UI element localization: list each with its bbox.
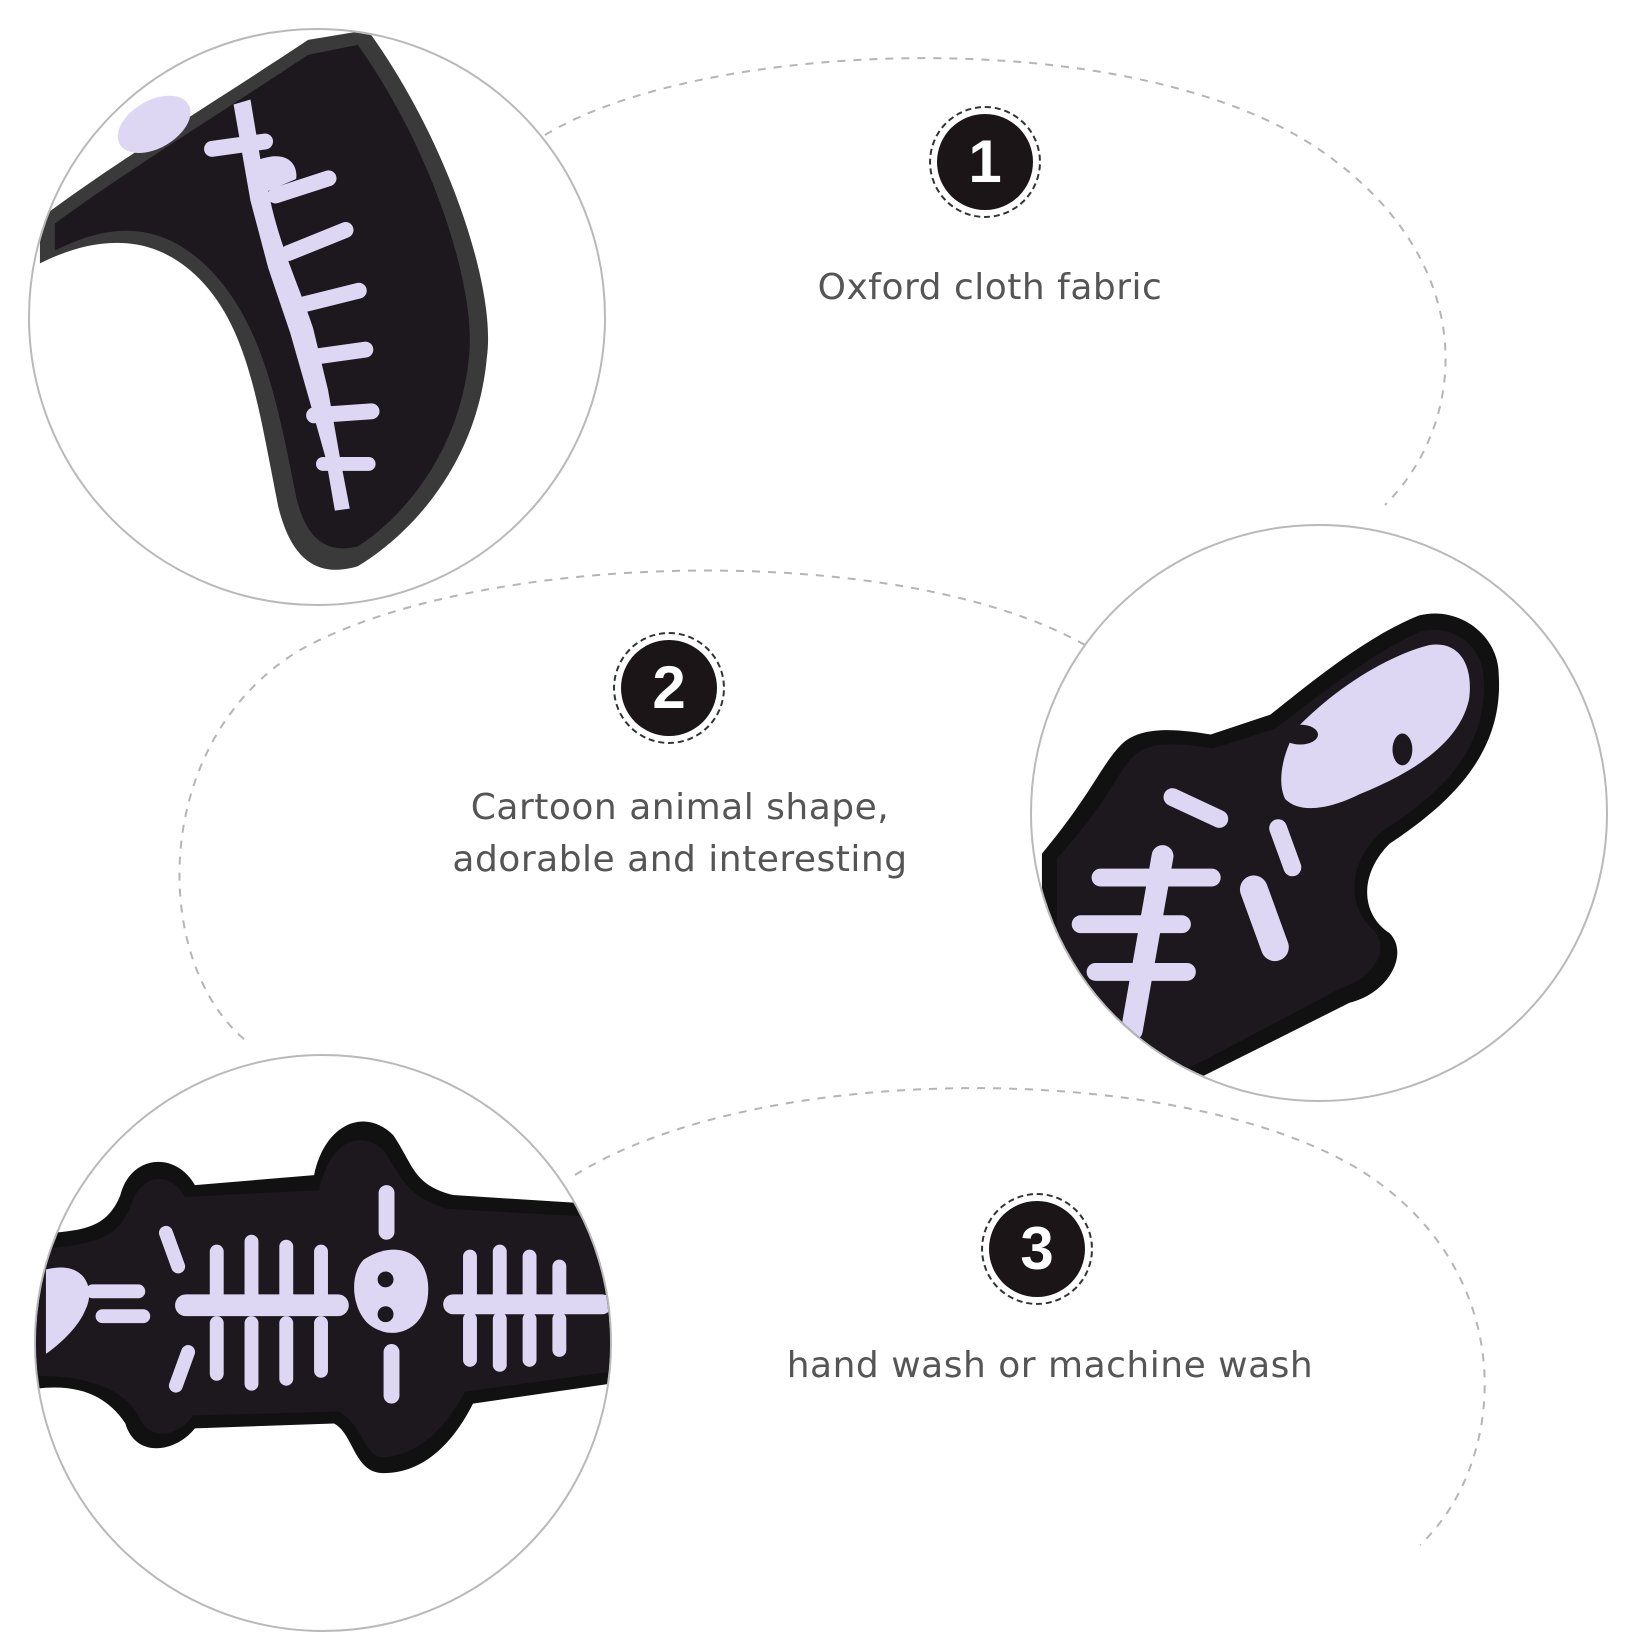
toy-head-illustration [1041, 613, 1500, 1100]
feature-text-2: Cartoon animal shape, adorable and inter… [420, 782, 940, 886]
dashed-curve-3 [574, 1087, 1486, 1546]
step-number-3: 3 [1020, 1215, 1054, 1282]
step-badge-3-circle: 3 [989, 1201, 1085, 1297]
step-badge-1: 1 [929, 106, 1041, 218]
detail-photo-fabric [28, 28, 606, 606]
step-badge-2: 2 [613, 632, 725, 744]
fabric-spine-illustration [39, 30, 489, 570]
step-number-2: 2 [652, 654, 686, 721]
feature-text-3: hand wash or machine wash [760, 1340, 1340, 1392]
step-badge-3: 3 [981, 1193, 1093, 1305]
feature-2-line-1: Cartoon animal shape, [470, 787, 890, 828]
feature-1-label: Oxford cloth fabric [817, 267, 1163, 308]
toy-body-illustration [36, 1121, 610, 1474]
detail-photo-toy-body [34, 1054, 612, 1632]
feature-text-1: Oxford cloth fabric [760, 262, 1220, 314]
step-badge-2-circle: 2 [621, 640, 717, 736]
step-number-1: 1 [968, 128, 1002, 195]
feature-2-line-2: adorable and interesting [452, 839, 908, 880]
detail-photo-toy-head [1030, 524, 1608, 1102]
feature-3-label: hand wash or machine wash [786, 1345, 1314, 1386]
step-badge-1-circle: 1 [937, 114, 1033, 210]
